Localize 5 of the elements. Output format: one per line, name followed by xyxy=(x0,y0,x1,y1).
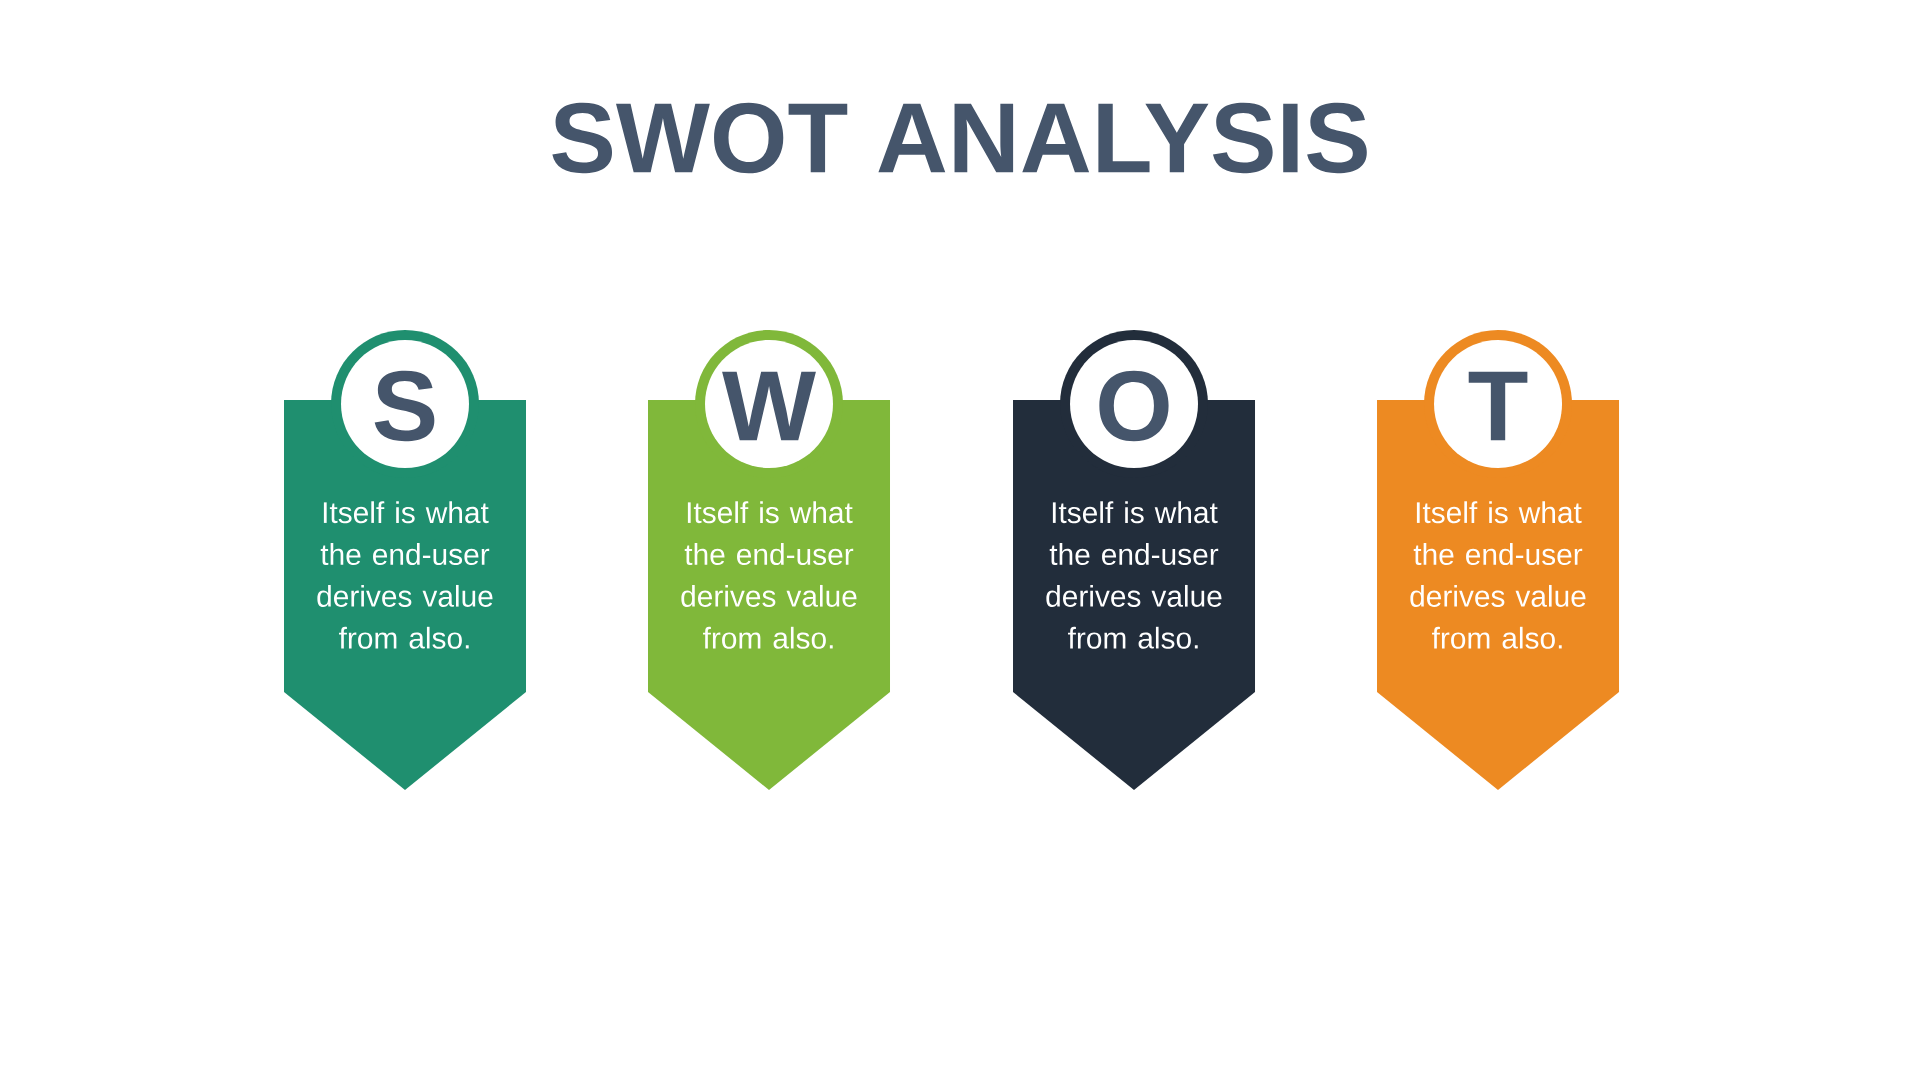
circle-letter: W xyxy=(722,371,816,441)
title: SWOT ANALYSIS xyxy=(552,102,1367,174)
circle-letter: O xyxy=(1099,370,1169,442)
circle-letter: T xyxy=(1468,371,1528,441)
circle-letter: S xyxy=(374,370,435,442)
